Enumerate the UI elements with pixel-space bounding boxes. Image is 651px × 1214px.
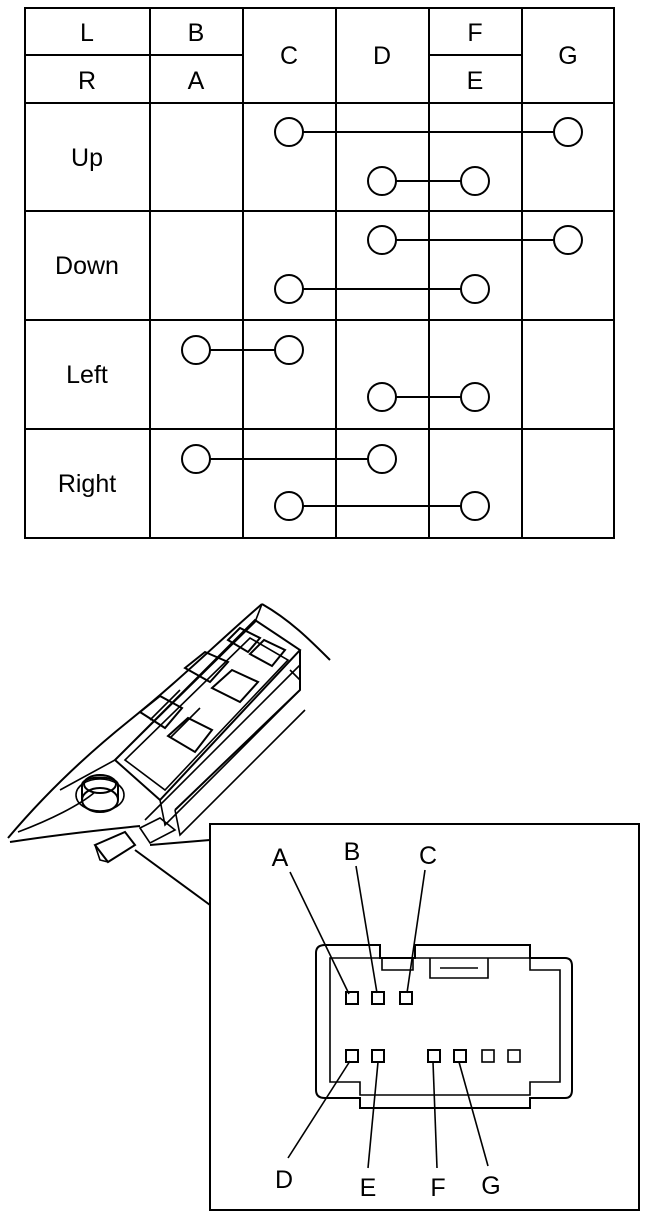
header-b: B: [188, 19, 205, 47]
header-d: D: [373, 42, 391, 70]
terminal-circle: [274, 491, 304, 521]
connector-housing: [315, 944, 573, 1109]
row-label-up: Up: [71, 144, 103, 172]
pin-b: [371, 991, 385, 1005]
terminal-circle: [367, 225, 397, 255]
terminal-circle: [367, 382, 397, 412]
pin-e: [371, 1049, 385, 1063]
header-e: E: [467, 67, 484, 95]
connector-callout: A B C D E F G: [134, 823, 640, 1211]
pin-d: [345, 1049, 359, 1063]
terminal-label-c: C: [419, 842, 437, 870]
terminal-label-a: A: [272, 844, 289, 872]
terminal-circle: [274, 274, 304, 304]
terminal-circle: [367, 166, 397, 196]
terminal-circle: [460, 274, 490, 304]
continuity-table: L B F R A E C D G Up Down Left Right: [24, 7, 615, 539]
terminal-circle: [367, 444, 397, 474]
continuity-down: [274, 225, 583, 304]
table-border: [24, 7, 615, 539]
terminal-circle: [274, 117, 304, 147]
terminal-label-e: E: [360, 1174, 377, 1202]
pin-g: [453, 1049, 467, 1063]
pin-c: [399, 991, 413, 1005]
continuity-up: [274, 117, 583, 196]
header-g: G: [558, 42, 577, 70]
header-c: C: [280, 42, 298, 70]
terminal-circle: [274, 335, 304, 365]
header-r: R: [78, 67, 96, 95]
header-l: L: [80, 19, 94, 47]
terminal-circle: [460, 166, 490, 196]
terminal-circle: [460, 491, 490, 521]
pin-a: [345, 991, 359, 1005]
terminal-label-f: F: [430, 1174, 445, 1202]
continuity-right: [181, 444, 490, 521]
pin-unused: [507, 1049, 521, 1063]
header-f: F: [467, 19, 482, 47]
row-label-right: Right: [58, 470, 116, 498]
row-label-down: Down: [55, 252, 119, 280]
pin-unused: [481, 1049, 495, 1063]
terminal-circle: [553, 225, 583, 255]
terminal-label-g: G: [481, 1172, 500, 1200]
continuity-left: [181, 335, 490, 412]
terminal-circle: [181, 335, 211, 365]
terminal-circle: [553, 117, 583, 147]
switch-assembly-illustration: [7, 603, 331, 864]
pin-f: [427, 1049, 441, 1063]
row-label-left: Left: [66, 361, 108, 389]
header-a: A: [188, 67, 205, 95]
leader-lines: [287, 865, 489, 1169]
terminal-label-d: D: [275, 1166, 293, 1194]
terminal-circle: [181, 444, 211, 474]
terminal-label-b: B: [344, 838, 361, 866]
terminal-circle: [460, 382, 490, 412]
callout-frame: [209, 823, 640, 1211]
connector-pins: [345, 991, 521, 1063]
